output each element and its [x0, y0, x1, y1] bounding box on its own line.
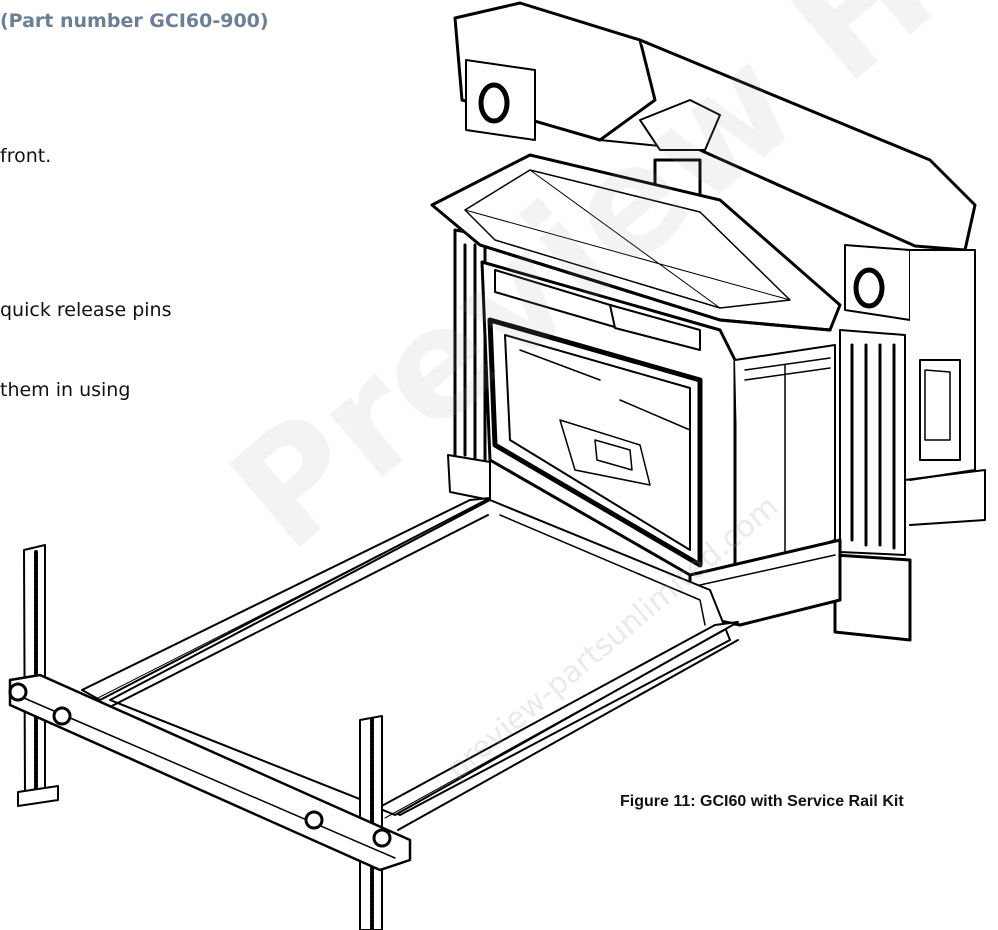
floor-pan [109, 499, 731, 816]
fireplace-surround [447, 1, 986, 642]
instruction-line-using: them in using [0, 379, 131, 401]
figure-caption: Figure 11: GCI60 with Service Rail Kit [620, 793, 904, 810]
part-number-heading: (Part number GCI60-900) [0, 10, 269, 32]
front-stand [8, 544, 412, 930]
instruction-line-pins: quick release pins [0, 299, 172, 321]
insert-top [430, 153, 842, 332]
instruction-line-front: front. [0, 145, 52, 167]
